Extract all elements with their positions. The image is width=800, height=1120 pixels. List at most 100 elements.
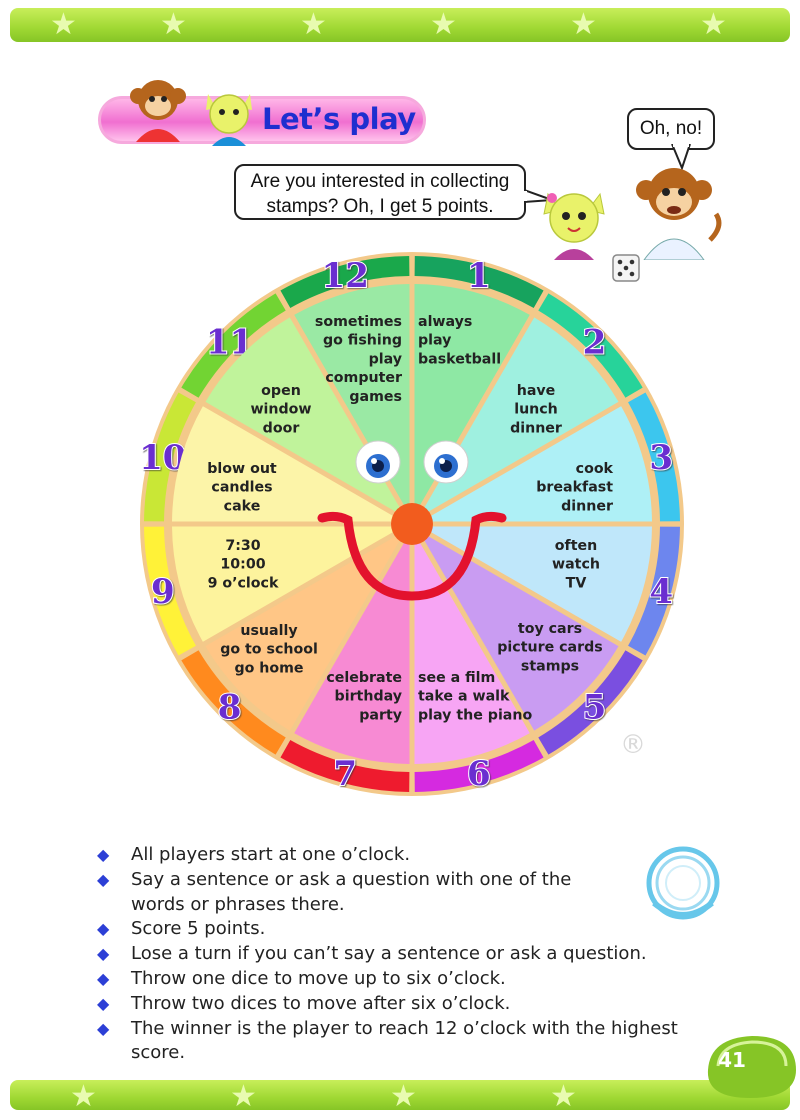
rim-segment-9 (144, 392, 196, 522)
s7-phrase: birthday (335, 689, 402, 705)
rule-item: Say a sentence or ask a question with on… (97, 868, 601, 918)
s1-phrase: basketball (418, 351, 501, 367)
hour-number-7: 7 (333, 754, 357, 794)
sector-divider (274, 522, 415, 760)
s10-phrase: blow out (207, 461, 277, 477)
rule-text-7: The winner is the player to reach 12 o’c… (131, 1017, 678, 1064)
rule-text-1: All players start at one o’clock. (131, 844, 411, 865)
hour-number-6: 6 (467, 754, 491, 794)
rule-text-5: Throw one dice to move up to six o’clock… (131, 967, 506, 989)
s4-phrase: watch (552, 557, 600, 573)
sector-divider (409, 288, 550, 526)
s8-phrase: usually (240, 623, 297, 639)
monkey-character (636, 168, 722, 260)
hour-number-11: 11 (206, 323, 253, 363)
page-number: 41 (718, 1048, 746, 1072)
rule-text-6: Throw two dices to move after six o’cloc… (131, 992, 511, 1014)
s3-phrase: breakfast (536, 480, 613, 496)
s4-phrase: often (555, 538, 597, 554)
dice-icon (612, 254, 640, 282)
hour-number-4: 4 (649, 572, 673, 612)
s6-phrase: see a film (418, 670, 495, 686)
sector-9 (172, 406, 412, 524)
s3-phrase: cook (576, 461, 614, 477)
page-number-blob (707, 1036, 796, 1098)
rim-segment-11 (280, 256, 410, 308)
hour-number-3: 3 (649, 438, 673, 478)
rim-segment-5 (414, 740, 544, 792)
hour-number-12: 12 (322, 256, 369, 296)
s9-phrase: 7:30 (225, 538, 260, 554)
s12-phrase: go fishing (323, 333, 402, 349)
right-eye (423, 440, 469, 484)
s7-phrase: celebrate (326, 670, 402, 686)
sector-7 (205, 524, 412, 731)
bottom-decor-band: ★ ★ ★ ★ (10, 1080, 790, 1110)
hour-number-1: 1 (467, 256, 491, 296)
s12-phrase: sometimes (315, 314, 402, 330)
banner-title: Let’s play (262, 102, 416, 136)
s6-phrase: take a walk (418, 689, 510, 705)
cat-speech-line-1: Are you interested in collecting (250, 171, 510, 192)
cat-speech-line-2: stamps? Oh, I get 5 points. (266, 196, 494, 217)
s10-phrase: cake (224, 498, 261, 514)
hour-number-8: 8 (218, 687, 242, 727)
cat-speech-bubble: Are you interested in collecting stamps?… (234, 164, 526, 220)
s12-phrase: computer (325, 370, 402, 386)
s11-phrase: door (263, 420, 300, 436)
hour-number-2: 2 (583, 323, 607, 363)
s2-phrase: have (517, 383, 556, 399)
rule-text-3: Score 5 points. (131, 918, 266, 940)
s6-phrase: play the piano (418, 707, 532, 723)
rule-item: Throw one dice to move up to six o’clock… (97, 967, 727, 992)
cat-mini-icon (206, 94, 252, 146)
s11-phrase: window (250, 402, 311, 418)
rim-segment-4 (538, 650, 643, 755)
top-decor-band: ★ ★ ★ ★ ★ ★ (10, 8, 790, 42)
hour-number-5: 5 (583, 687, 607, 727)
s5-phrase: toy cars (518, 621, 582, 637)
rim-segment-2 (628, 392, 680, 522)
rim-segment-12 (414, 256, 544, 308)
smile-mouth (317, 511, 507, 601)
cat-character (543, 192, 605, 260)
rim-segment-8 (144, 526, 196, 656)
monkey-mini-icon (130, 80, 186, 142)
game-rules-list: All players start at one o’clock. Say a … (97, 843, 727, 1066)
rule-item: All players start at one o’clock. (97, 843, 727, 868)
s1-phrase: always (418, 314, 472, 330)
stamp-badge-icon (646, 846, 720, 920)
s3-phrase: dinner (561, 498, 613, 514)
sector-divider (410, 521, 648, 662)
s12-phrase: games (349, 389, 402, 405)
rule-item: Throw two dices to move after six o’cloc… (97, 992, 727, 1017)
rim-segment-6 (280, 740, 410, 792)
smiley-face (317, 440, 507, 601)
s8-phrase: go home (234, 660, 303, 676)
s9-phrase: 9 o’clock (208, 575, 279, 591)
s2-phrase: lunch (514, 402, 558, 418)
monkey-speech-bubble: Oh, no! (627, 108, 715, 150)
sector-divider (274, 288, 415, 526)
s5-phrase: picture cards (497, 640, 602, 656)
rule-item: The winner is the player to reach 12 o’c… (97, 1017, 727, 1067)
sector-divider (176, 521, 414, 662)
rule-text-4: Lose a turn if you can’t say a sentence … (131, 943, 647, 965)
s7-phrase: party (359, 707, 402, 723)
s11-phrase: open (261, 383, 301, 399)
sector-4 (412, 524, 619, 731)
monkey-speech-text: Oh, no! (639, 118, 703, 139)
s1-phrase: play (418, 333, 451, 349)
s8-phrase: go to school (220, 642, 318, 658)
sector-divider (409, 522, 550, 760)
rim-segment-7 (181, 650, 286, 755)
rule-text-2: Say a sentence or ask a question with on… (131, 868, 572, 915)
hour-number-9: 9 (151, 572, 175, 612)
s9-phrase: 10:00 (220, 557, 265, 573)
s5-phrase: stamps (521, 658, 579, 674)
s10-phrase: candles (211, 480, 272, 496)
rule-item: Lose a turn if you can’t say a sentence … (97, 942, 727, 967)
rim-segment-1 (538, 293, 643, 398)
monkey-bubble-tail (671, 144, 691, 170)
